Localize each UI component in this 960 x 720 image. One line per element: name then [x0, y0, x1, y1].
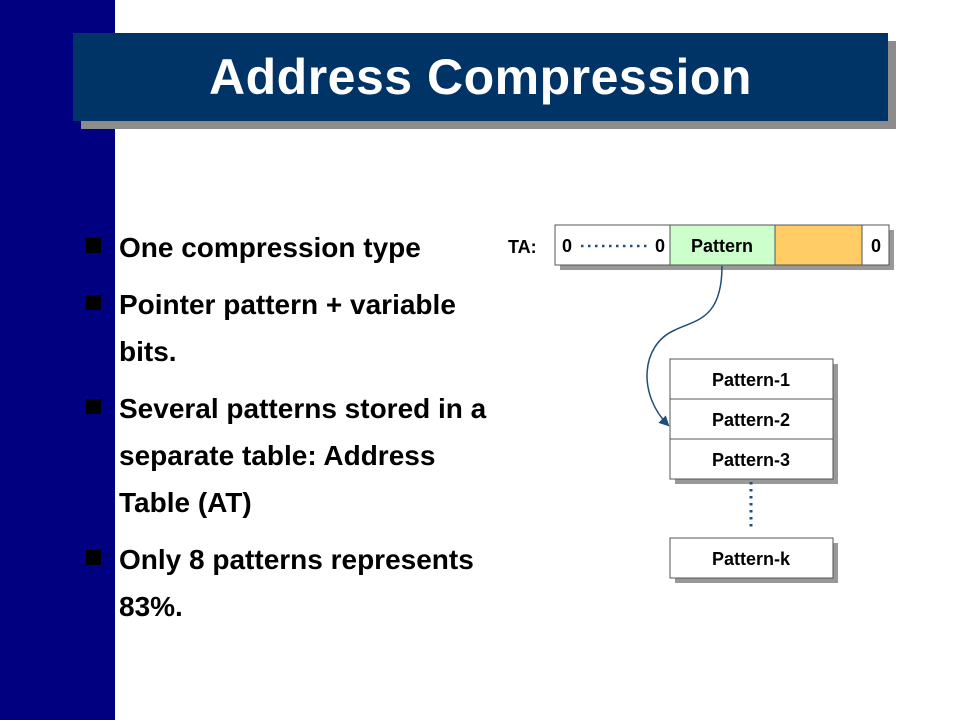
bullet-text: Pointer pattern + variable bits. [119, 289, 456, 367]
bullet-item: Only 8 patterns represents 83%. [86, 536, 496, 630]
ta-last-zero: 0 [871, 236, 881, 256]
address-table-row [669, 358, 834, 400]
ta-zero-bits-cell [554, 224, 671, 266]
bullet-item: Pointer pattern + variable bits. [86, 281, 496, 375]
ta-last-bit-cell [861, 224, 890, 266]
ta-first-zero: 0 [562, 236, 572, 256]
square-bullet-icon [86, 295, 101, 310]
ta-variable-bits-cell [774, 224, 863, 266]
square-bullet-icon [86, 399, 101, 414]
address-table-row-label: Pattern-2 [712, 410, 790, 430]
bullet-item: One compression type [86, 224, 496, 271]
bullet-text: Several patterns stored in a separate ta… [119, 393, 487, 518]
bullet-item: Several patterns stored in a separate ta… [86, 385, 496, 526]
bullet-text: Only 8 patterns represents 83%. [119, 544, 474, 622]
ta-pattern-label: Pattern [691, 236, 753, 256]
address-table-row-label: Pattern-3 [712, 450, 790, 470]
slide-title: Address Compression [209, 49, 752, 105]
bullet-text: One compression type [119, 232, 421, 263]
pointer-arrow-icon [646, 265, 723, 427]
title-box: Address Compression [73, 33, 888, 121]
address-table-row-label: Pattern-1 [712, 370, 790, 390]
address-table-row [669, 438, 834, 480]
ta-label: TA: [508, 237, 537, 257]
square-bullet-icon [86, 238, 101, 253]
address-table-last-row-label: Pattern-k [712, 549, 791, 569]
square-bullet-icon [86, 550, 101, 565]
bullet-list: One compression type Pointer pattern + v… [86, 224, 496, 640]
address-table-last-row [669, 537, 834, 579]
ta-second-zero: 0 [655, 236, 665, 256]
address-table-row [669, 398, 834, 440]
ta-pattern-cell [669, 224, 776, 266]
